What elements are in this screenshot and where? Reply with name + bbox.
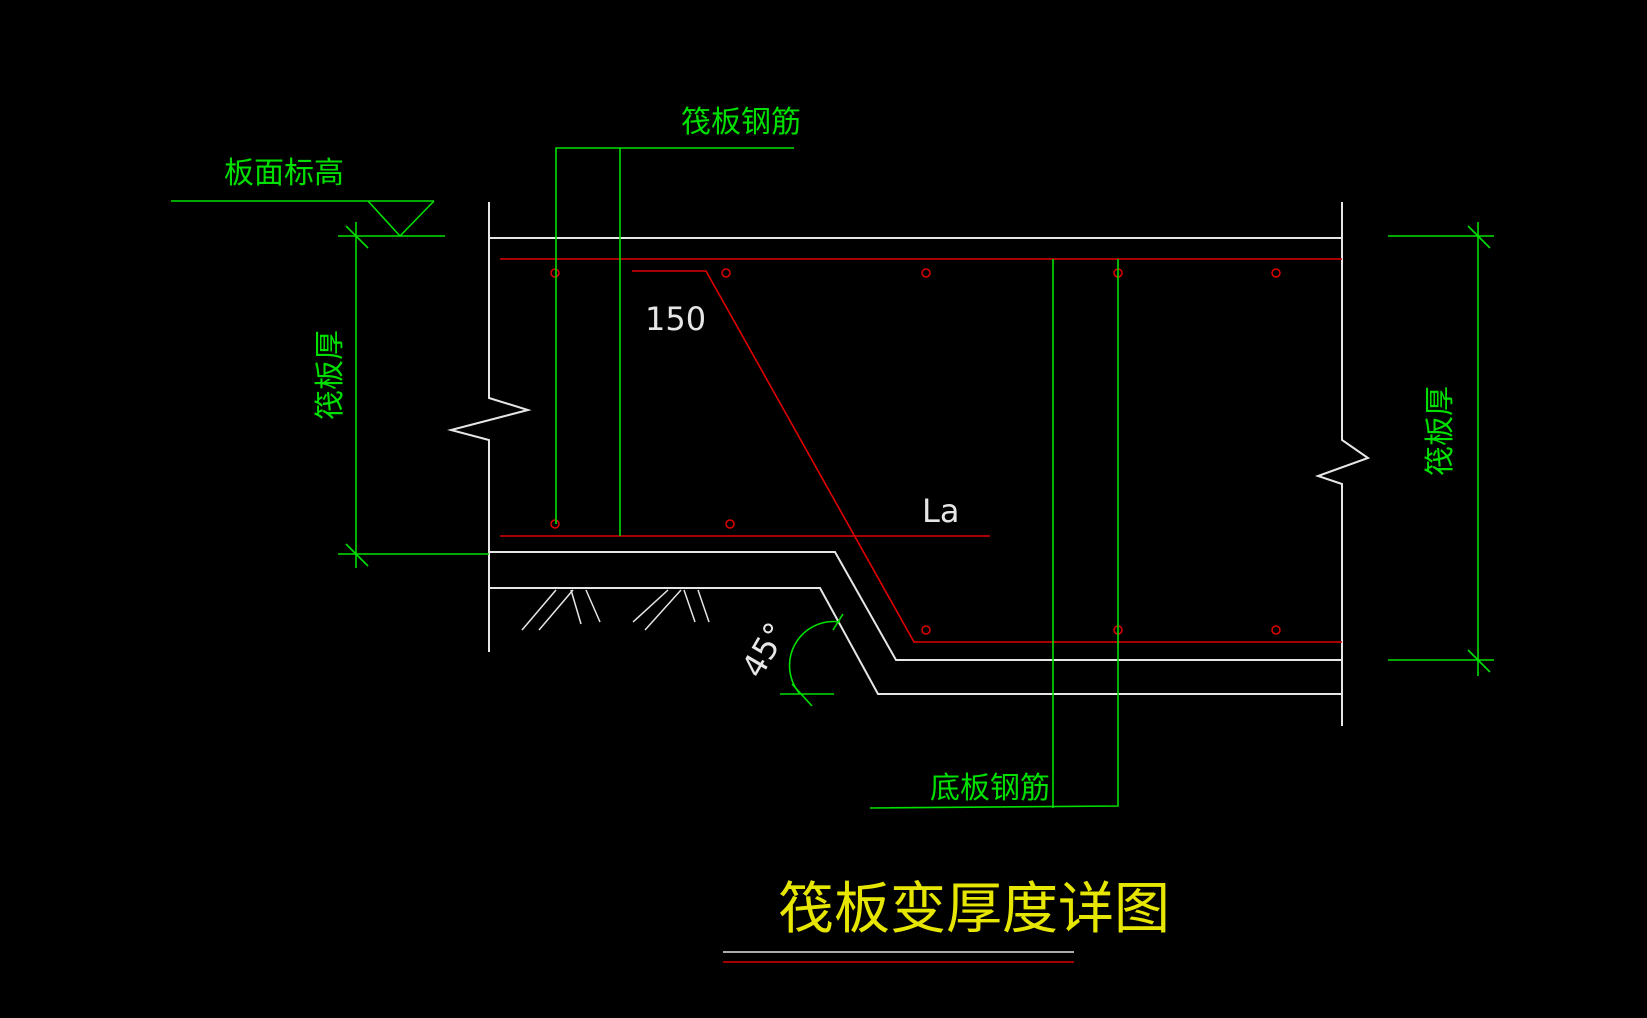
raft-thickness-left-label: 筏板厚: [313, 330, 348, 420]
raft-rebar-label: 筏板钢筋: [681, 105, 801, 140]
dimension-lines: [171, 147, 1494, 809]
raft-thickness-right-label: 筏板厚: [1423, 386, 1458, 476]
angle-45-label: 45°: [734, 616, 795, 684]
concrete-outline: [447, 202, 1371, 726]
rebar-dots: [550, 268, 1281, 635]
title-underline: [723, 951, 1074, 963]
drawing-title: 筏板变厚度详图: [778, 877, 1170, 942]
dimension-150-label: 150: [645, 300, 706, 338]
soil-hatch: [521, 589, 710, 631]
anchorage-la-label: La: [922, 492, 959, 530]
rebar-lines: [500, 258, 1342, 643]
slab-top-elevation-label: 板面标高: [224, 156, 344, 191]
bottom-rebar-label: 底板钢筋: [930, 771, 1050, 806]
